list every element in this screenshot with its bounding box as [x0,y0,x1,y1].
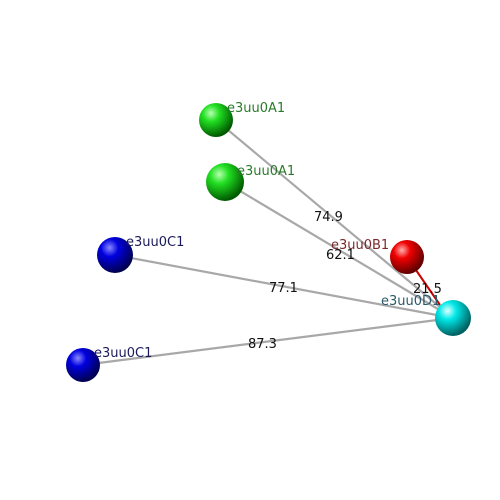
atom-label-green-top: e3uu0A1 [227,101,285,116]
atom-label-blue-top: e3uu0C1 [126,235,184,250]
atom-cyan[interactable] [435,300,471,336]
bond-green-top-cyan [215,119,454,319]
bond-green-mid-cyan [224,181,454,319]
atom-red[interactable] [390,240,424,274]
atom-label-blue-bottom: e3uu0C1 [94,346,152,361]
atom-green-mid[interactable] [206,163,244,201]
distance-label-green-top: 74.9 [314,210,343,225]
atoms [66,103,471,382]
bond-blue-bottom-cyan [82,316,454,367]
atom-label-cyan: e3uu0D1 [381,294,440,309]
distance-label-blue-top: 77.1 [269,281,298,296]
distance-label-red: 21.5 [413,282,442,297]
atom-blue-top[interactable] [97,237,133,273]
bonds [82,119,454,367]
atom-blue-bottom[interactable] [66,348,100,382]
distance-labels: 74.9 62.1 77.1 87.3 21.5 [248,210,442,352]
bond-blue-top-cyan [114,253,454,320]
distance-label-blue-bottom: 87.3 [248,337,277,352]
distance-label-green-mid: 62.1 [326,248,355,263]
atom-label-red: e3uu0B1 [331,238,389,253]
atom-labels: e3uu0A1 e3uu0A1 e3uu0C1 e3uu0C1 e3uu0B1 … [94,101,440,361]
atom-label-green-mid: e3uu0A1 [237,164,295,179]
atom-green-top[interactable] [199,103,233,137]
